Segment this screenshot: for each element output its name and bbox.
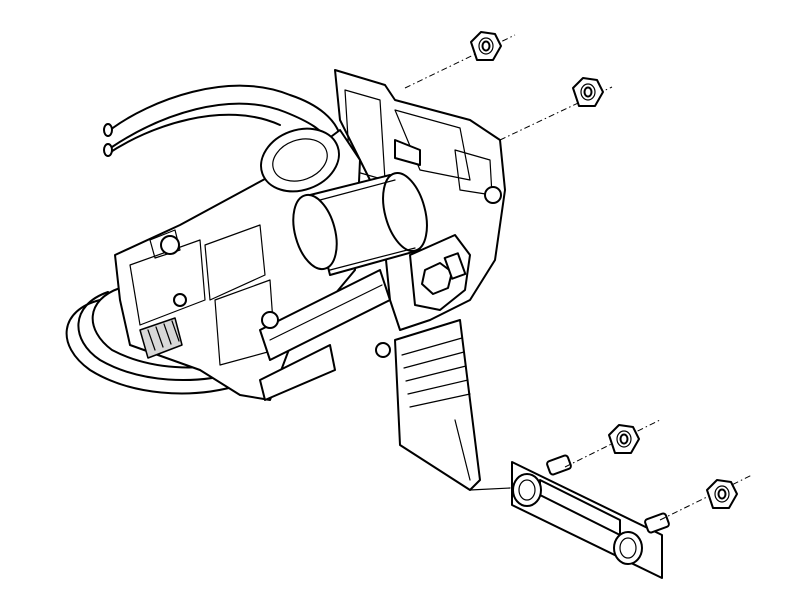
hex-nut [572, 77, 604, 107]
hex-nut [470, 31, 502, 61]
cable-strip [394, 319, 511, 491]
bracket [394, 139, 502, 311]
spring-detail [139, 317, 183, 359]
hex-nut [706, 479, 738, 509]
motor [260, 127, 428, 276]
hex-nut [608, 424, 640, 454]
center-lines [404, 34, 753, 521]
terminal-plate [511, 454, 670, 579]
